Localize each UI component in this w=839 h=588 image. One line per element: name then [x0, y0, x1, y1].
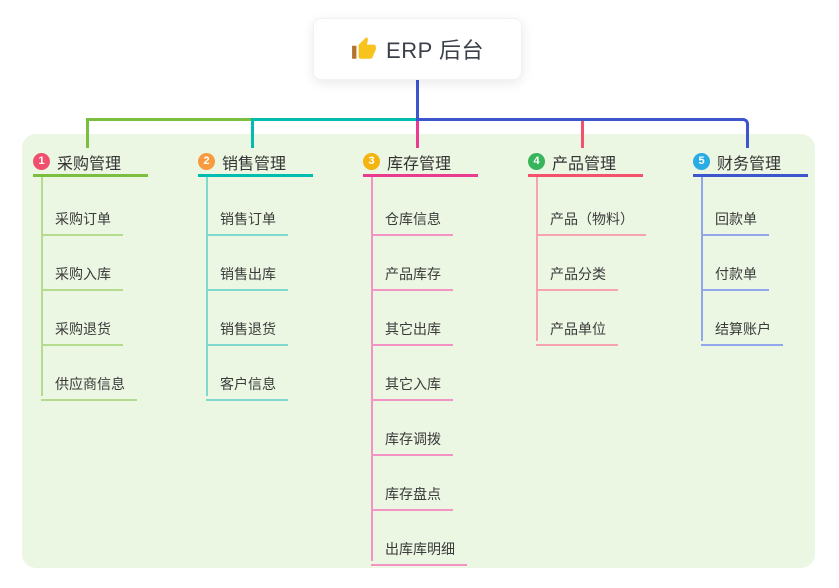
child-label: 采购退货 [55, 321, 111, 337]
branch-badge: 2 [198, 153, 215, 170]
child-node[interactable]: 销售出库 [206, 229, 288, 291]
child-connector-line [371, 177, 373, 561]
branches-panel [22, 134, 815, 568]
child-label: 产品库存 [385, 266, 441, 282]
child-node[interactable]: 采购订单 [41, 174, 123, 236]
drop-line-2 [251, 121, 254, 148]
child-node[interactable]: 仓库信息 [371, 174, 453, 236]
child-label: 产品单位 [550, 321, 606, 337]
child-label: 库存盘点 [385, 486, 441, 502]
bus-segment-3 [416, 118, 749, 148]
drop-line-1 [86, 121, 89, 148]
child-node[interactable]: 产品库存 [371, 229, 453, 291]
branch-badge: 1 [33, 153, 50, 170]
child-label: 采购入库 [55, 266, 111, 282]
child-node[interactable]: 结算账户 [701, 284, 783, 346]
child-node[interactable]: 销售订单 [206, 174, 288, 236]
child-node[interactable]: 采购退货 [41, 284, 123, 346]
child-connector-line [701, 177, 703, 341]
child-label: 产品分类 [550, 266, 606, 282]
child-node[interactable]: 采购入库 [41, 229, 123, 291]
branch-node-5[interactable]: 5 财务管理 [693, 149, 808, 177]
child-node[interactable]: 付款单 [701, 229, 769, 291]
child-node[interactable]: 库存盘点 [371, 449, 453, 511]
child-connector-line [536, 177, 538, 341]
child-label: 供应商信息 [55, 376, 125, 392]
child-node[interactable]: 产品单位 [536, 284, 618, 346]
child-label: 其它出库 [385, 321, 441, 337]
child-label: 其它入库 [385, 376, 441, 392]
child-node[interactable]: 其它入库 [371, 339, 453, 401]
child-node[interactable]: 供应商信息 [41, 339, 137, 401]
branch-badge: 4 [528, 153, 545, 170]
branch-label: 产品管理 [552, 155, 617, 173]
child-node[interactable]: 其它出库 [371, 284, 453, 346]
child-label: 出库库明细 [385, 541, 455, 557]
drop-line-4 [581, 121, 584, 148]
child-node[interactable]: 产品分类 [536, 229, 618, 291]
branch-badge: 3 [363, 153, 380, 170]
child-label: 销售退货 [220, 321, 276, 337]
child-label: 销售订单 [220, 211, 276, 227]
child-label: 结算账户 [715, 321, 771, 337]
branch-node-1[interactable]: 1 采购管理 [33, 149, 148, 177]
child-node[interactable]: 出库库明细 [371, 504, 467, 566]
branch-node-3[interactable]: 3 库存管理 [363, 149, 478, 177]
child-node[interactable]: 回款单 [701, 174, 769, 236]
child-node[interactable]: 产品（物料） [536, 174, 646, 236]
child-node[interactable]: 库存调拨 [371, 394, 453, 456]
child-connector-line [206, 177, 208, 396]
child-node[interactable]: 销售退货 [206, 284, 288, 346]
child-node[interactable]: 客户信息 [206, 339, 288, 401]
child-connector-line [41, 177, 43, 396]
root-trunk-line [416, 80, 419, 118]
bus-segment-1 [86, 118, 254, 121]
branch-badge: 5 [693, 153, 710, 170]
root-node[interactable]: ERP 后台 [313, 18, 522, 80]
child-label: 销售出库 [220, 266, 276, 282]
branch-node-2[interactable]: 2 销售管理 [198, 149, 313, 177]
child-label: 回款单 [715, 211, 757, 227]
drop-line-3 [416, 121, 419, 148]
thumbs-up-icon [351, 36, 377, 62]
branch-label: 销售管理 [222, 155, 287, 173]
branch-node-4[interactable]: 4 产品管理 [528, 149, 643, 177]
child-label: 客户信息 [220, 376, 276, 392]
child-label: 仓库信息 [385, 211, 441, 227]
child-label: 付款单 [715, 266, 757, 282]
root-title: ERP 后台 [386, 38, 484, 63]
branch-label: 财务管理 [717, 155, 782, 173]
child-label: 产品（物料） [550, 211, 634, 227]
child-label: 库存调拨 [385, 431, 441, 447]
bus-segment-2 [251, 118, 419, 121]
branch-label: 库存管理 [387, 155, 452, 173]
branch-label: 采购管理 [57, 155, 122, 173]
child-label: 采购订单 [55, 211, 111, 227]
